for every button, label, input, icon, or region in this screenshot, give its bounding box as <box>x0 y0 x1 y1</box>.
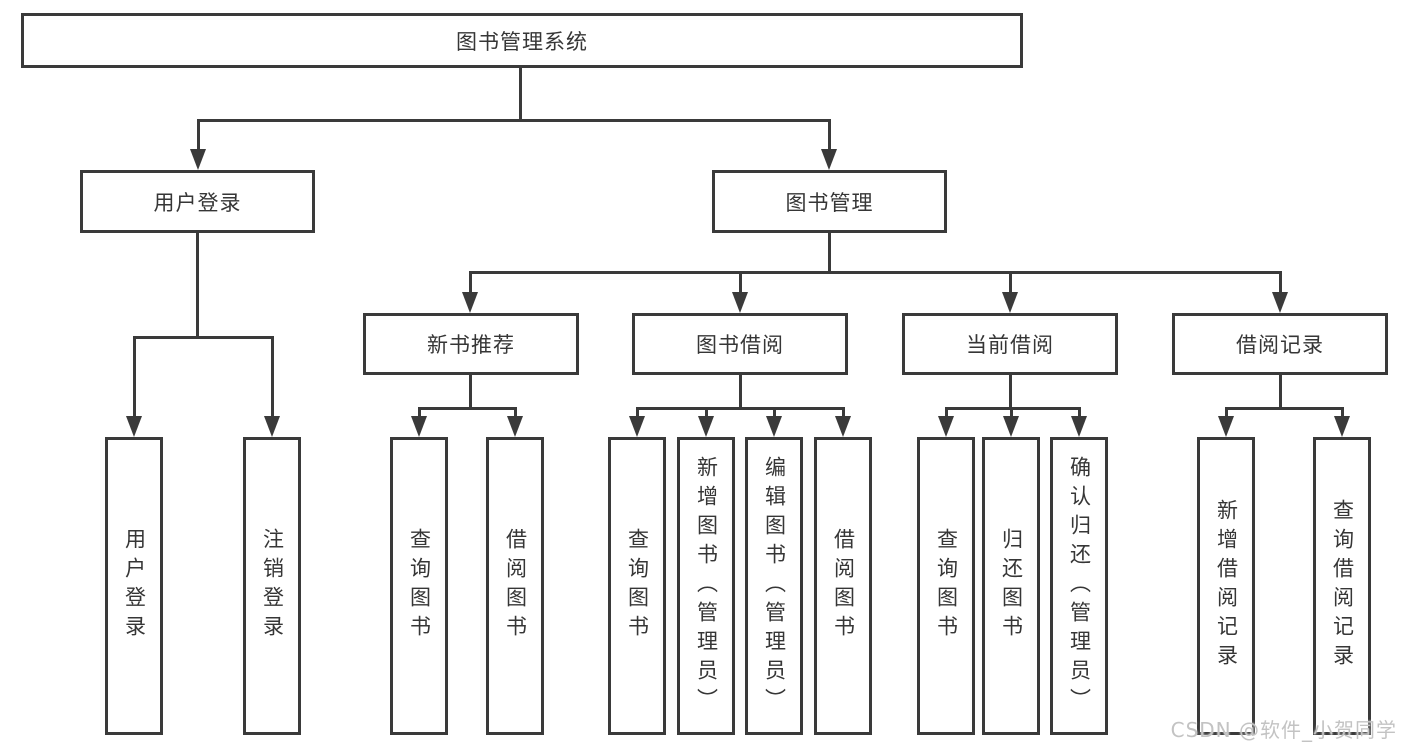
connector-line <box>197 119 200 150</box>
connector-line <box>636 407 639 419</box>
node-library-management-system: 图书管理系统 <box>21 13 1023 68</box>
node-book-management: 图书管理 <box>712 170 947 233</box>
leaf-query-books-borrow: 查询图书 <box>608 437 666 735</box>
connector-line <box>133 336 136 418</box>
arrowhead-icon <box>732 292 748 313</box>
connector-line <box>773 407 776 419</box>
connector-line <box>519 68 522 119</box>
connector-line <box>1279 271 1282 293</box>
leaf-add-books-admin: 新增图书（管理员） <box>677 437 735 735</box>
connector-line <box>828 233 831 271</box>
leaf-query-borrow-record: 查询借阅记录 <box>1313 437 1371 735</box>
leaf-label: 查询图书 <box>625 528 650 644</box>
arrowhead-icon <box>698 416 714 437</box>
connector-line <box>1225 407 1343 410</box>
connector-line <box>636 407 845 410</box>
connector-line <box>514 407 517 419</box>
leaf-label: 确认归还（管理员） <box>1067 455 1092 717</box>
leaf-user-login: 用户登录 <box>105 437 163 735</box>
connector-line <box>739 375 742 407</box>
leaf-label: 新增图书（管理员） <box>694 455 719 717</box>
arrowhead-icon <box>264 416 280 437</box>
connector-line <box>705 407 708 419</box>
connector-line <box>197 119 831 122</box>
leaf-label: 查询借阅记录 <box>1330 499 1355 673</box>
node-label: 图书借阅 <box>696 333 784 357</box>
leaf-edit-books-admin: 编辑图书（管理员） <box>745 437 803 735</box>
node-label: 图书管理系统 <box>456 29 588 54</box>
leaf-query-books-current: 查询图书 <box>917 437 975 735</box>
leaf-query-books-recommend: 查询图书 <box>390 437 448 735</box>
leaf-confirm-return-admin: 确认归还（管理员） <box>1050 437 1108 735</box>
connector-line <box>945 407 948 419</box>
arrowhead-icon <box>1272 292 1288 313</box>
leaf-label: 借阅图书 <box>503 528 528 644</box>
leaf-label: 查询图书 <box>407 528 432 644</box>
leaf-borrow-books: 借阅图书 <box>814 437 872 735</box>
arrowhead-icon <box>462 292 478 313</box>
arrowhead-icon <box>507 416 523 437</box>
node-borrow-records: 借阅记录 <box>1172 313 1388 375</box>
connector-line <box>133 336 274 339</box>
connector-line <box>1341 407 1344 419</box>
arrowhead-icon <box>190 149 206 170</box>
arrowhead-icon <box>1002 292 1018 313</box>
leaf-label: 注销登录 <box>260 528 285 644</box>
connector-line <box>1279 375 1282 407</box>
node-label: 当前借阅 <box>966 333 1054 357</box>
arrowhead-icon <box>126 416 142 437</box>
leaf-add-borrow-record: 新增借阅记录 <box>1197 437 1255 735</box>
leaf-label: 编辑图书（管理员） <box>762 455 787 717</box>
node-new-book-recommend: 新书推荐 <box>363 313 579 375</box>
connector-line <box>1009 271 1012 293</box>
connector-line <box>739 271 742 293</box>
node-book-borrow: 图书借阅 <box>632 313 848 375</box>
connector-line <box>828 119 831 150</box>
arrowhead-icon <box>835 416 851 437</box>
arrowhead-icon <box>411 416 427 437</box>
arrowhead-icon <box>1334 416 1350 437</box>
connector-line <box>469 271 472 293</box>
arrowhead-icon <box>1003 416 1019 437</box>
connector-line <box>418 407 517 410</box>
leaf-logout: 注销登录 <box>243 437 301 735</box>
connector-line <box>1010 407 1013 419</box>
connector-line <box>271 336 274 418</box>
node-label: 借阅记录 <box>1236 333 1324 357</box>
node-label: 图书管理 <box>785 190 874 215</box>
leaf-return-books: 归还图书 <box>982 437 1040 735</box>
connector-line <box>945 407 1081 410</box>
connector-line <box>1225 407 1228 419</box>
connector-line <box>418 407 421 419</box>
node-user-login: 用户登录 <box>80 170 315 233</box>
node-current-borrow: 当前借阅 <box>902 313 1118 375</box>
csdn-watermark: CSDN @软件_小贺同学 <box>1170 718 1397 742</box>
node-label: 新书推荐 <box>427 333 515 357</box>
arrowhead-icon <box>1218 416 1234 437</box>
node-label: 用户登录 <box>153 190 242 215</box>
arrowhead-icon <box>1071 416 1087 437</box>
connector-line <box>469 271 1282 274</box>
arrowhead-icon <box>938 416 954 437</box>
leaf-label: 借阅图书 <box>831 528 856 644</box>
connector-line <box>196 233 199 336</box>
leaf-label: 新增借阅记录 <box>1214 499 1239 673</box>
connector-line <box>469 375 472 407</box>
leaf-label: 归还图书 <box>999 528 1024 644</box>
leaf-borrow-books-recommend: 借阅图书 <box>486 437 544 735</box>
connector-line <box>1078 407 1081 419</box>
leaf-label: 用户登录 <box>122 528 147 644</box>
connector-line <box>842 407 845 419</box>
arrowhead-icon <box>629 416 645 437</box>
arrowhead-icon <box>766 416 782 437</box>
connector-line <box>1009 375 1012 407</box>
arrowhead-icon <box>821 149 837 170</box>
leaf-label: 查询图书 <box>934 528 959 644</box>
